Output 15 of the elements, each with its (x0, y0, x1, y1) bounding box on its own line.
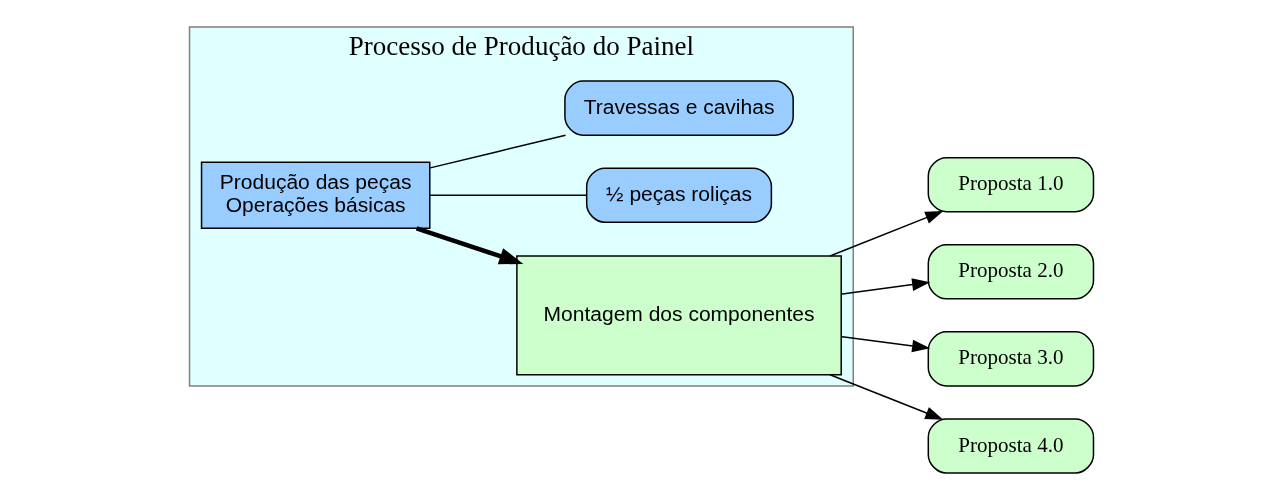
node-box: Travessas e cavihas (564, 79, 794, 136)
node-box: Montagem dos componentes (516, 254, 842, 375)
arrow (415, 225, 524, 264)
arrow (840, 335, 931, 352)
connector (429, 133, 567, 169)
node-box: Produção das peças Operações básicas (200, 160, 431, 229)
node-box: Proposta 1.0 (927, 156, 1095, 212)
node-box: Proposta 3.0 (927, 330, 1095, 387)
arrow (840, 277, 931, 295)
node-box: Proposta 4.0 (927, 417, 1095, 474)
node-box: ½ peças roliças (585, 166, 773, 223)
node-box: Proposta 2.0 (927, 243, 1095, 300)
connector (429, 193, 588, 196)
arrow (829, 373, 944, 420)
arrow (829, 210, 944, 257)
